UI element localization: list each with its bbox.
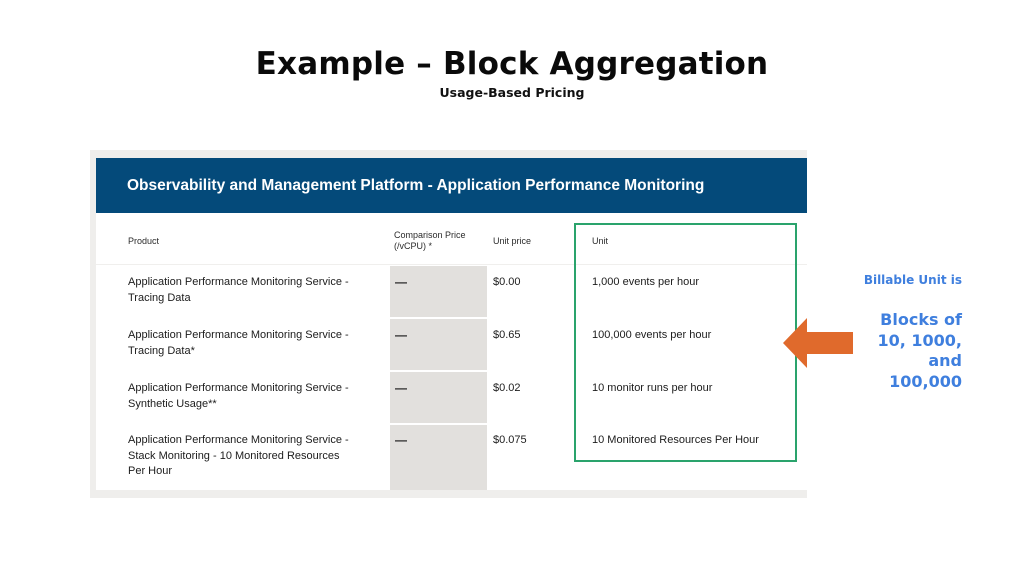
product-name-line: Application Performance Monitoring Servi… [128, 382, 349, 394]
column-header-unit: Unit [592, 236, 609, 246]
callout-line: Blocks of [880, 310, 962, 329]
product-name-line: Application Performance Monitoring Servi… [128, 276, 349, 288]
table-header-bar: Observability and Management Platform - … [96, 158, 807, 213]
comparison-cell-bg [390, 425, 487, 490]
comparison-cell-bg [390, 266, 487, 317]
callout-line: 100,000 [889, 371, 962, 391]
unit-value: 1,000 events per hour [592, 276, 700, 288]
product-cell: Application Performance Monitoring Servi… [128, 381, 349, 412]
callout-line: 10, 1000, [877, 330, 962, 350]
column-header-comparison-price: Comparison Price (/vCPU) * [394, 230, 466, 252]
callout-label: Billable Unit is [863, 273, 962, 287]
product-name-line: Application Performance Monitoring Servi… [128, 329, 349, 341]
slide-subtitle: Usage-Based Pricing [439, 85, 585, 100]
product-name-line: Application Performance Monitoring Servi… [128, 434, 349, 446]
unit-value: 10 monitor runs per hour [592, 382, 713, 394]
comparison-cell-bg [390, 319, 487, 370]
pricing-table: Observability and Management Platform - … [96, 158, 807, 490]
column-header-product: Product [128, 236, 160, 246]
comparison-cell-bg [390, 372, 487, 423]
unit-price-value: $0.00 [493, 276, 521, 288]
product-name-line: Synthetic Usage** [128, 397, 217, 410]
slide-title: Example – Block Aggregation [255, 46, 769, 82]
unit-price-value: $0.02 [493, 382, 521, 394]
unit-price-value: $0.075 [493, 434, 527, 446]
product-cell: Application Performance Monitoring Servi… [128, 328, 349, 359]
product-name-line: Per Hour [128, 465, 173, 477]
product-cell: Application Performance Monitoring Servi… [128, 433, 349, 480]
comparison-price-value: — [395, 433, 407, 447]
unit-value: 100,000 events per hour [592, 329, 712, 341]
table-title: Observability and Management Platform - … [127, 177, 705, 194]
unit-price-value: $0.65 [493, 329, 521, 341]
arrow-left-icon [783, 318, 853, 368]
header-divider [96, 264, 807, 265]
comparison-price-value: — [395, 275, 407, 289]
unit-column-highlight [574, 223, 797, 462]
callout-line: and [928, 351, 962, 370]
column-header-unit-price: Unit price [493, 236, 532, 246]
callout-blocks: Blocks of 10, 1000, and 100,000 [840, 310, 962, 392]
unit-value: 10 Monitored Resources Per Hour [592, 434, 759, 446]
comparison-price-value: — [395, 328, 407, 342]
product-cell: Application Performance Monitoring Servi… [128, 275, 349, 306]
column-header-comparison-line2: (/vCPU) * [394, 241, 432, 251]
product-name-line: Stack Monitoring - 10 Monitored Resource… [128, 449, 340, 462]
product-name-line: Tracing Data* [128, 344, 195, 357]
comparison-price-value: — [395, 381, 407, 395]
product-name-line: Tracing Data [128, 291, 191, 304]
column-header-comparison-line1: Comparison Price [394, 230, 466, 240]
